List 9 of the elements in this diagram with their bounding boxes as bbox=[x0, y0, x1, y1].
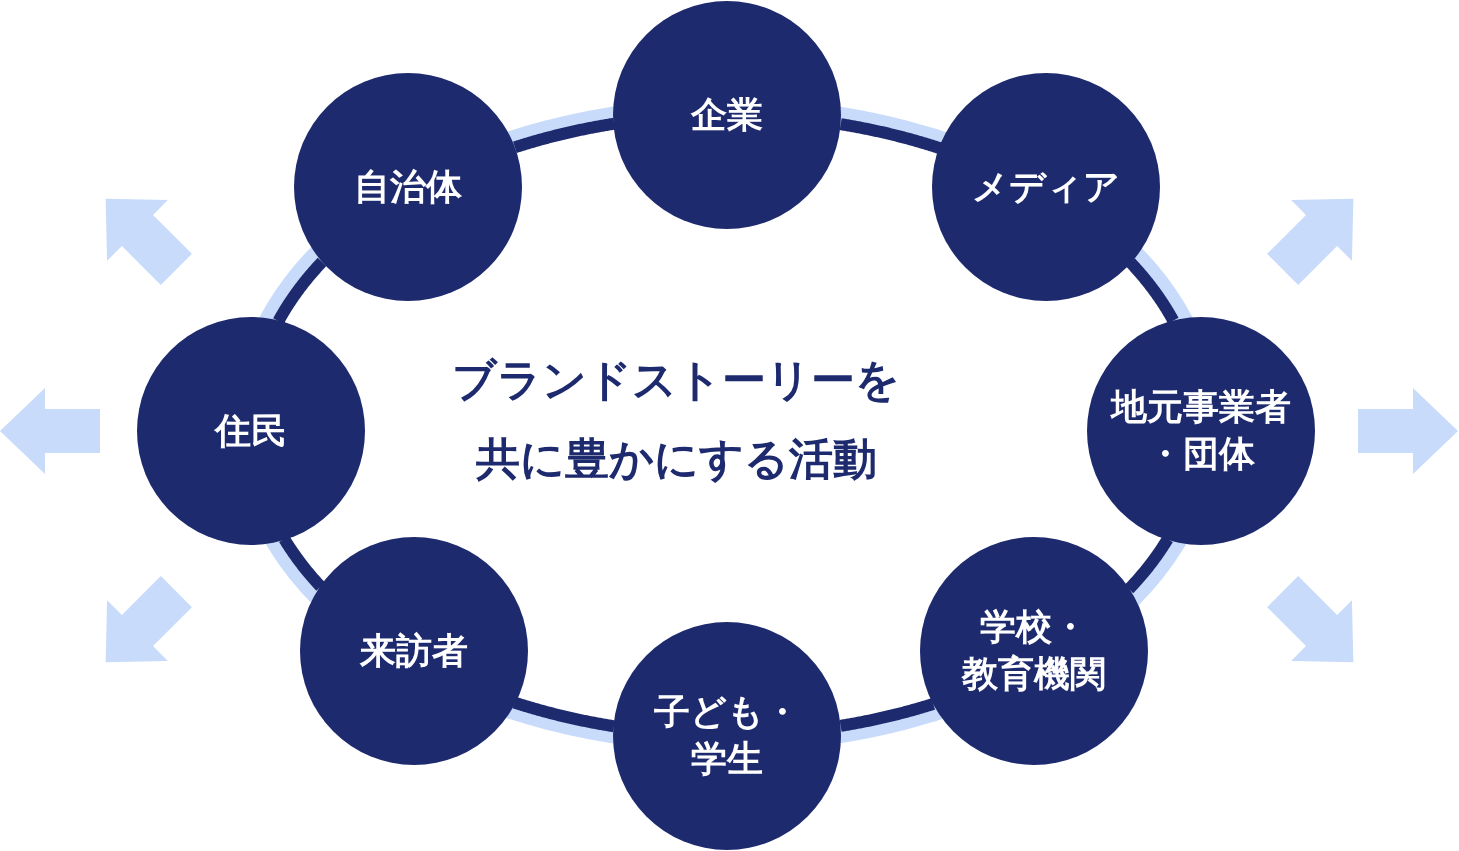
stakeholder-label: メディア bbox=[972, 164, 1120, 209]
stakeholder-label: 学校・教育機関 bbox=[962, 605, 1106, 696]
stakeholder-label: 住民 bbox=[215, 408, 287, 453]
stakeholder-label: 自治体 bbox=[354, 164, 462, 209]
center-heading: ブランドストーリーを共に豊かにする活動 bbox=[451, 353, 901, 487]
stakeholder-label: 企業 bbox=[691, 92, 763, 137]
stakeholder-label: 地元事業者・団体 bbox=[1111, 385, 1291, 476]
stakeholder-label: 来訪者 bbox=[360, 628, 468, 673]
stakeholder-label: 子ども・学生 bbox=[654, 690, 800, 781]
